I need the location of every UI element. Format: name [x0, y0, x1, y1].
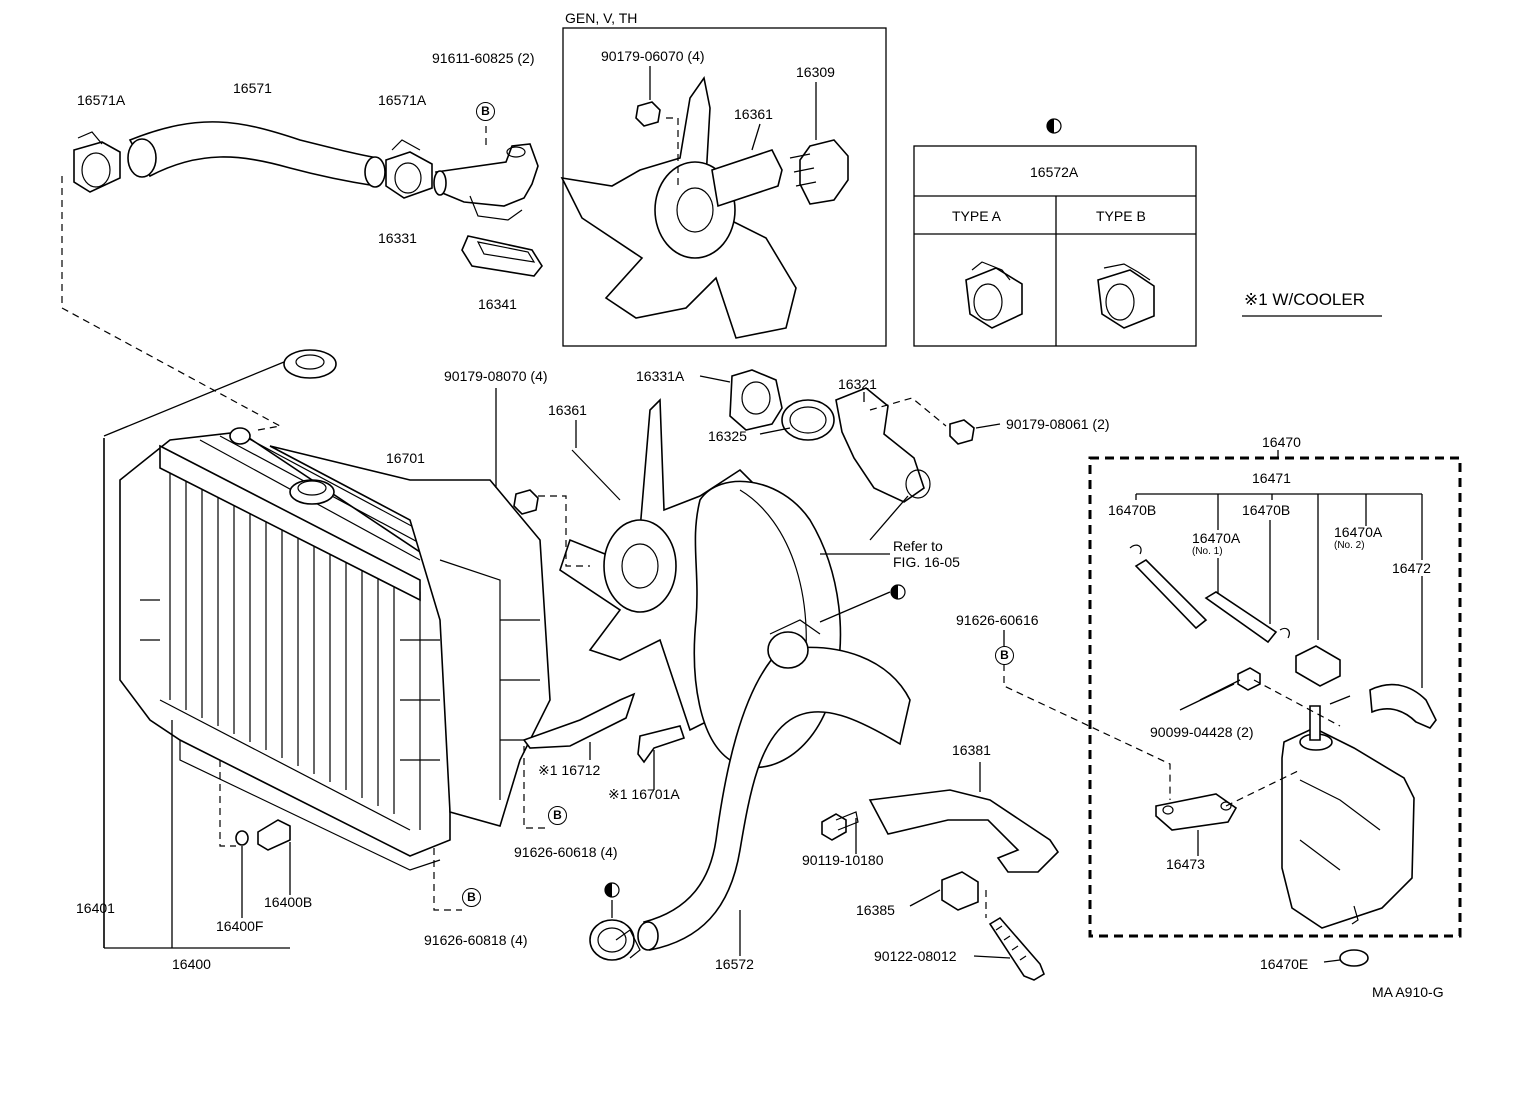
- fluid-coupling-small: [711, 139, 849, 208]
- label-refer-to: Refer to: [893, 538, 943, 554]
- lower-radiator-hose: [637, 646, 911, 951]
- label-90099-04428: 90099-04428 (2): [1150, 724, 1254, 740]
- clamp-type-a: [965, 261, 1023, 329]
- badge-b-reservoir: B: [995, 646, 1014, 665]
- label-16325: 16325: [708, 428, 747, 444]
- label-16571: 16571: [233, 80, 272, 96]
- reservoir-tank: [1281, 705, 1415, 929]
- badge-b-radiator: B: [462, 888, 481, 907]
- label-16401: 16401: [76, 900, 115, 916]
- lower-shroud-panel: [522, 692, 636, 749]
- radiator-support-bracket: [868, 789, 1060, 873]
- upper-hose-clamp-right: [385, 139, 433, 199]
- label-90179-06070: 90179-06070 (4): [601, 48, 705, 64]
- label-16571A-right: 16571A: [378, 92, 427, 108]
- label-91626-60616: 91626-60616: [956, 612, 1039, 628]
- label-16331A: 16331A: [636, 368, 685, 384]
- reservoir-group-box: [1088, 456, 1462, 938]
- label-16361-large: 16361: [548, 402, 587, 418]
- label-91626-60818: 91626-60818 (4): [424, 932, 528, 948]
- label-16470A-no1: 16470A: [1192, 530, 1241, 546]
- radiator: [103, 427, 461, 948]
- label-16381: 16381: [952, 742, 991, 758]
- label-16385: 16385: [856, 902, 895, 918]
- label-90119-10180: 90119-10180: [802, 852, 884, 868]
- reservoir-bolt: [1237, 667, 1261, 691]
- label-type-a: TYPE A: [952, 208, 1002, 224]
- bracket-cushion: [941, 871, 979, 911]
- bracket-bolt-long: [988, 916, 1045, 981]
- clamp-type-b: [1097, 263, 1155, 329]
- radiator-cap: [283, 349, 337, 379]
- reservoir-cap-hose: [1295, 645, 1341, 687]
- bracket-bolt: [821, 811, 859, 841]
- label-16341: 16341: [478, 296, 517, 312]
- inlet-nut: [949, 419, 975, 445]
- thermostat: [729, 369, 783, 431]
- outlet-gasket: [461, 235, 543, 277]
- label-16331: 16331: [378, 230, 417, 246]
- fan-shroud: [269, 445, 551, 827]
- label-cooler-note: ※1 W/COOLER: [1244, 290, 1365, 309]
- label-16470B-left: 16470B: [1108, 502, 1157, 518]
- label-16572A: 16572A: [1030, 164, 1079, 180]
- lower-hose-clamp-lower: [589, 919, 641, 961]
- label-91611-60825: 91611-60825 (2): [432, 50, 535, 66]
- label-90179-08070: 90179-08070 (4): [444, 368, 548, 384]
- shroud-bracket: [637, 725, 686, 764]
- label-16470E: 16470E: [1260, 956, 1309, 972]
- badge-b-shroud: B: [548, 806, 567, 825]
- label-16571A-left: 16571A: [77, 92, 126, 108]
- thermostat-gasket: [781, 399, 835, 441]
- reservoir-bracket: [1155, 793, 1238, 831]
- label-16321: 16321: [838, 376, 877, 392]
- hose-clips: [1129, 544, 1290, 639]
- label-type-b: TYPE B: [1096, 208, 1146, 224]
- label-90179-08061: 90179-08061 (2): [1006, 416, 1110, 432]
- label-16473: 16473: [1166, 856, 1205, 872]
- label-90122-08012: 90122-08012: [874, 948, 957, 964]
- water-outlet: [433, 143, 539, 221]
- label-16472: 16472: [1392, 560, 1431, 576]
- label-gen-v-th: GEN, V, TH: [565, 10, 638, 26]
- label-16470B-right: 16470B: [1242, 502, 1291, 518]
- label-16309: 16309: [796, 64, 835, 80]
- label-16701: 16701: [386, 450, 425, 466]
- label-16400F: 16400F: [216, 918, 264, 934]
- label-16701A: ※1 16701A: [608, 786, 680, 802]
- label-16400B: 16400B: [264, 894, 313, 910]
- label-no2: (No. 2): [1334, 540, 1365, 551]
- label-16471: 16471: [1252, 470, 1291, 486]
- upper-hose-clamp-left: [73, 131, 121, 193]
- label-16400: 16400: [172, 956, 211, 972]
- badge-b-outlet: B: [476, 102, 495, 121]
- fan-nut-large: [513, 489, 539, 515]
- label-16572: 16572: [715, 956, 754, 972]
- upper-radiator-hose: [127, 121, 386, 188]
- label-16712: ※1 16712: [538, 762, 601, 778]
- label-figure-code: MA A910-G: [1372, 984, 1444, 1000]
- clamp-type-box: [913, 145, 1197, 347]
- label-16470: 16470: [1262, 434, 1301, 450]
- overflow-hose-no1: [1134, 558, 1278, 644]
- reservoir-cap-plug: [1339, 949, 1369, 967]
- water-inlet: [835, 387, 931, 503]
- drain-plug: [257, 819, 291, 851]
- fan-nut-small: [635, 101, 661, 127]
- gen-v-th-box: [562, 27, 887, 347]
- drain-gasket: [235, 830, 249, 846]
- label-no1: (No. 1): [1192, 546, 1223, 557]
- overflow-hose-no2: [1369, 683, 1437, 729]
- label-16470A-no2: 16470A: [1334, 524, 1383, 540]
- label-16361-small: 16361: [734, 106, 773, 122]
- label-fig-16-05: FIG. 16-05: [893, 554, 960, 570]
- label-91626-60618: 91626-60618 (4): [514, 844, 618, 860]
- lower-hose-clamp-upper: [767, 619, 821, 669]
